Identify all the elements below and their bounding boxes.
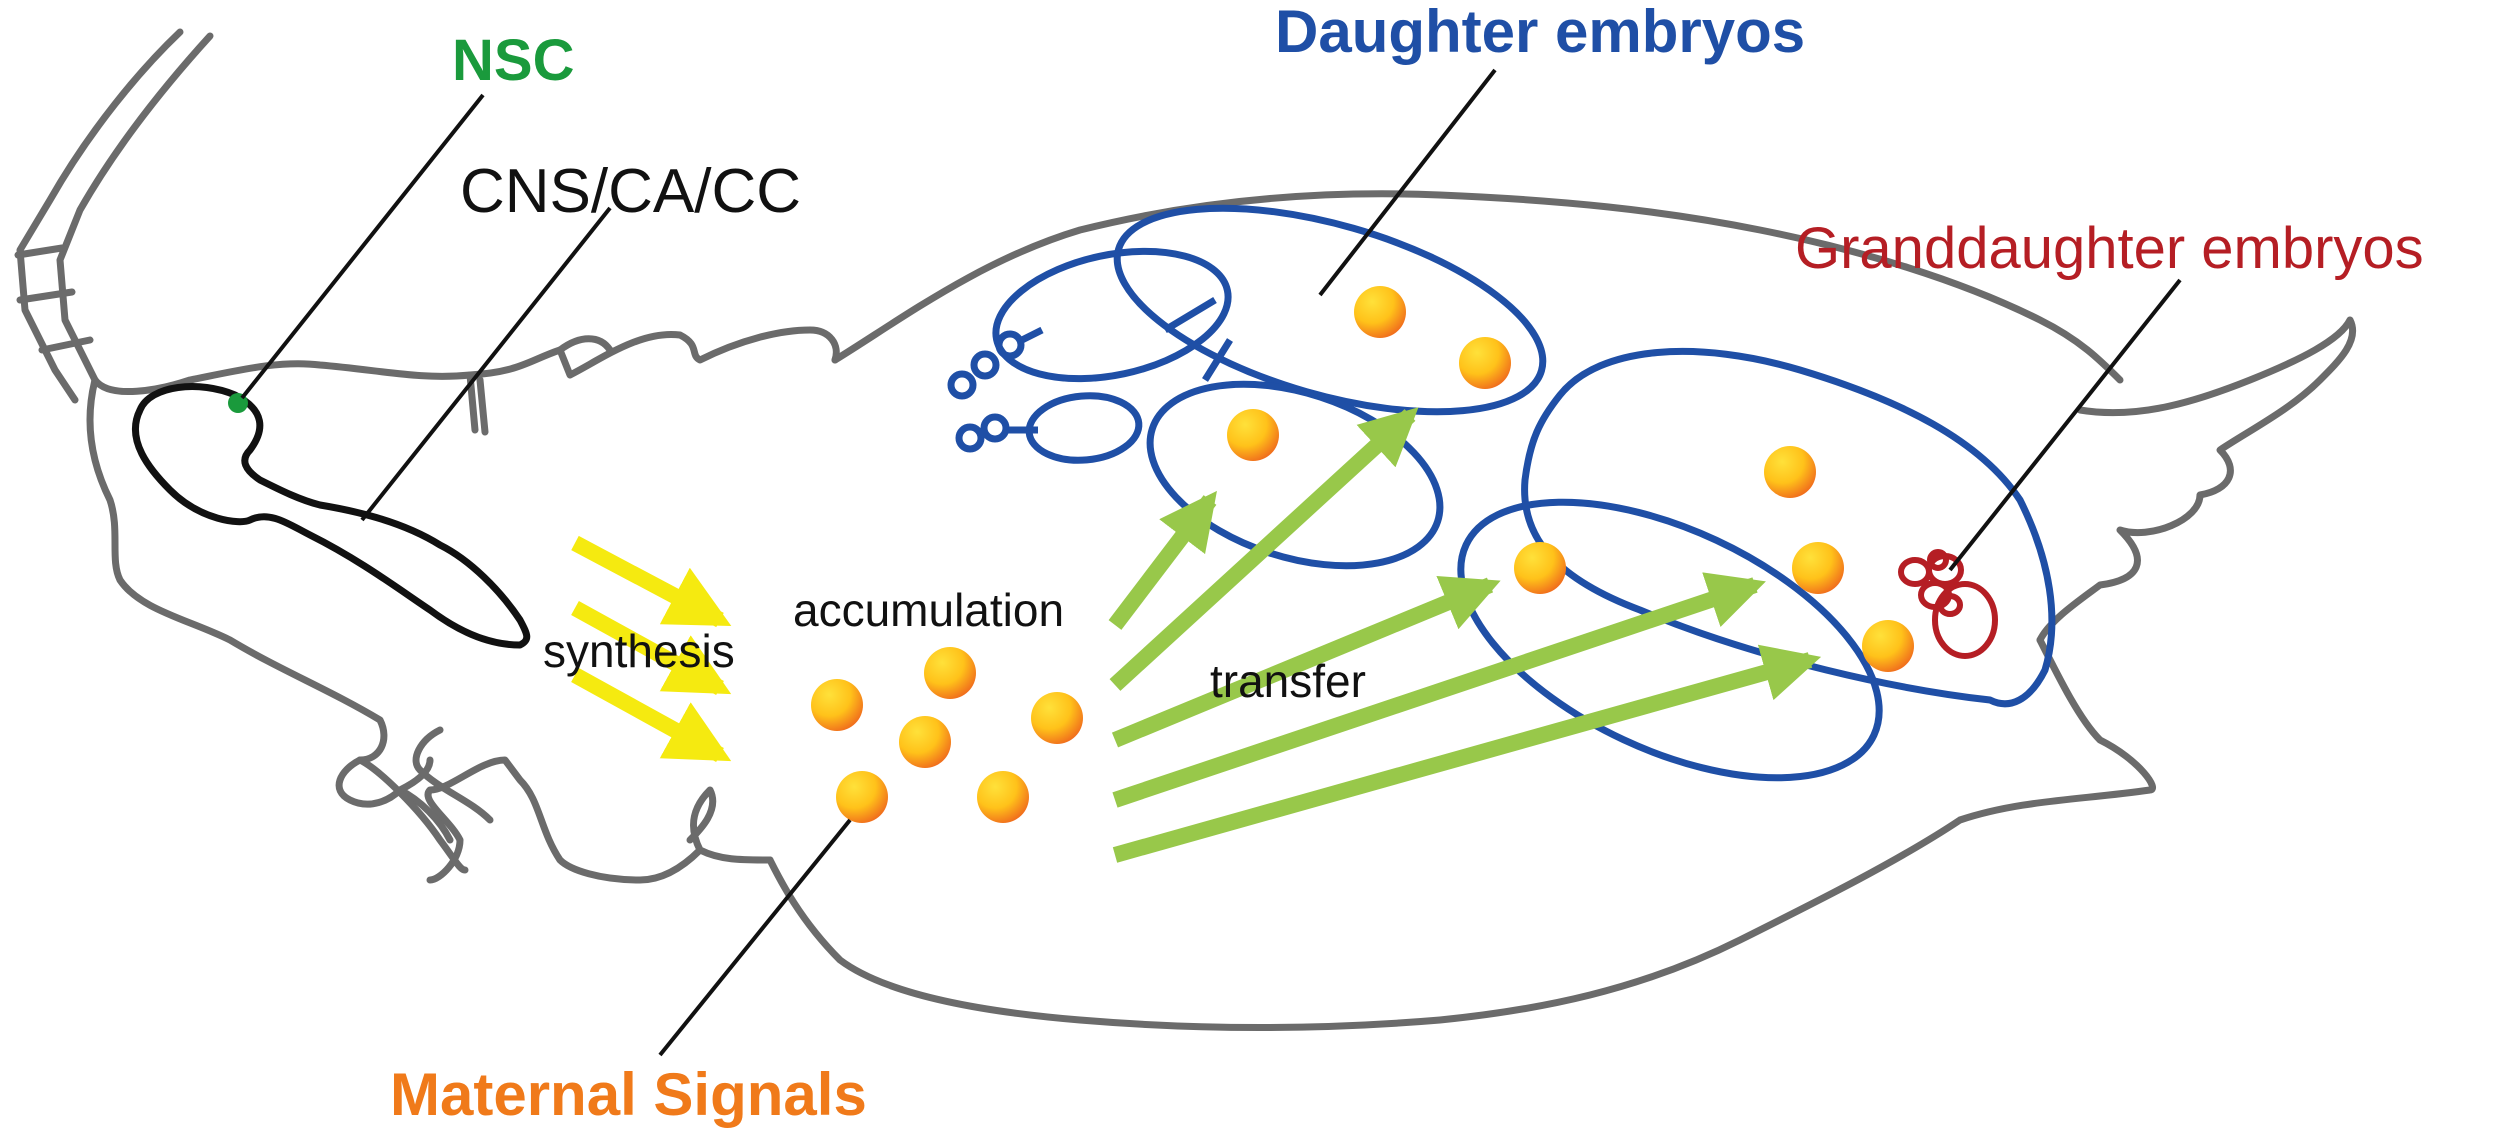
signal-dot bbox=[977, 771, 1029, 823]
signal-dot bbox=[1354, 286, 1406, 338]
transfer-arrow-2 bbox=[1109, 407, 1419, 691]
transfer-arrows bbox=[1108, 407, 1822, 863]
synthesis-arrow-3 bbox=[571, 667, 732, 763]
daughter-egg-small-top bbox=[992, 247, 1232, 383]
ventral-head bbox=[424, 756, 774, 884]
granddaughter-embryos-label: Granddaughter embryos bbox=[1795, 216, 2424, 281]
carapace-dorsal bbox=[831, 190, 2124, 384]
nsc-leader bbox=[240, 93, 485, 400]
daughter-egg-large bbox=[1521, 347, 2056, 708]
synthesis-arrow-1 bbox=[571, 535, 732, 628]
maternal-signal-dots bbox=[811, 286, 1914, 823]
daughter-egg-small-bottom bbox=[1025, 392, 1143, 464]
daughter-embryos-label: Daughter embryos bbox=[1275, 0, 1805, 65]
antenna bbox=[16, 28, 214, 404]
nsc-label: NSC bbox=[452, 28, 574, 93]
signal-dot bbox=[1862, 620, 1914, 672]
signal-dot bbox=[1227, 409, 1279, 461]
carapace-ventral bbox=[766, 636, 2156, 1031]
synthesis-arrows bbox=[571, 535, 732, 763]
cns-ca-cc-label: CNS/CA/CC bbox=[460, 157, 801, 226]
cns-leader bbox=[360, 206, 612, 522]
maternal-leader bbox=[658, 818, 852, 1057]
daughter-leader bbox=[1318, 68, 1497, 297]
granddaughter-embryos bbox=[1898, 549, 1998, 659]
cns-ca-cc-structure bbox=[132, 383, 531, 649]
signal-dot bbox=[1764, 446, 1816, 498]
signal-dot bbox=[1792, 542, 1844, 594]
daughter-egg-middle bbox=[1146, 380, 1444, 570]
transfer-arrow-5 bbox=[1112, 644, 1822, 863]
tail-spine bbox=[2036, 316, 2357, 644]
transfer-label: transfer bbox=[1210, 655, 1366, 707]
transfer-arrow-3 bbox=[1111, 575, 1501, 748]
transfer-arrow-4 bbox=[1112, 572, 1766, 808]
signal-dot bbox=[1031, 692, 1083, 744]
antenna-segments bbox=[14, 244, 94, 354]
signal-dot bbox=[1459, 337, 1511, 389]
body-outline bbox=[14, 28, 2357, 1031]
signal-dot bbox=[924, 647, 976, 699]
signal-dot bbox=[1514, 542, 1566, 594]
daughter-egg-lower bbox=[1457, 498, 1883, 782]
granddaughter-leader bbox=[1948, 278, 2182, 572]
synthesis-arrow-2 bbox=[571, 600, 732, 696]
signal-dot bbox=[811, 679, 863, 731]
synthesis-label: synthesis bbox=[543, 625, 735, 677]
maternal-signals-label: Maternal Signals bbox=[390, 1061, 867, 1128]
mouth-part bbox=[356, 726, 494, 874]
rostrum bbox=[86, 376, 454, 844]
accumulation-label: accumulation bbox=[793, 584, 1064, 636]
signal-dot bbox=[899, 716, 951, 768]
dorsal-bump bbox=[556, 335, 614, 354]
head-outline bbox=[91, 326, 840, 395]
signal-dot bbox=[836, 771, 888, 823]
transfer-arrow-1 bbox=[1108, 490, 1217, 630]
leader-lines bbox=[240, 68, 2182, 1057]
